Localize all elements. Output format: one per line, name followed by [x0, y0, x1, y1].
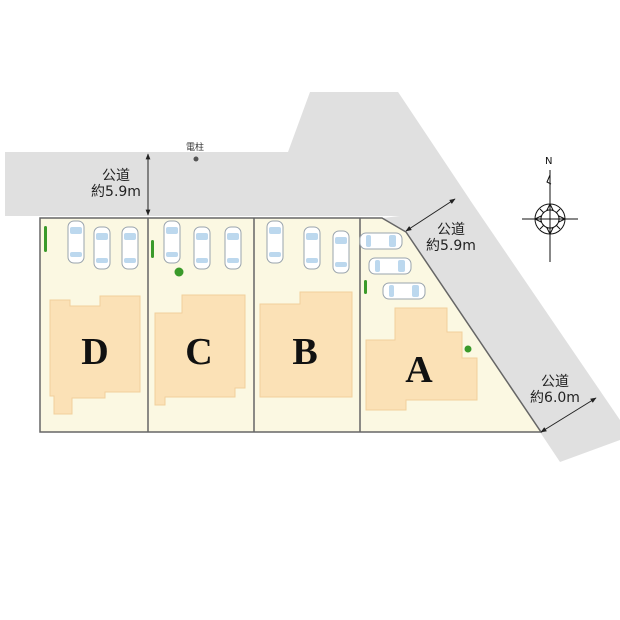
utility-pole-icon [193, 156, 199, 162]
road-type: 公道 [437, 222, 465, 238]
road-type: 公道 [541, 374, 569, 390]
road-width: 約5.9m [91, 184, 141, 200]
road-type: 公道 [102, 168, 130, 184]
roads [5, 92, 620, 462]
compass-north-label: N [545, 156, 553, 167]
road-width: 約5.9m [426, 238, 476, 254]
building-D [49, 295, 141, 415]
lot-A-label: A [405, 349, 433, 391]
lot-D-label: D [81, 331, 109, 373]
building-C [154, 294, 246, 406]
compass-icon [522, 170, 578, 262]
lot-dividers [147, 218, 361, 432]
utility-pole-label: 電柱 [186, 143, 205, 153]
buildings [49, 291, 478, 415]
road-width: 約6.0m [530, 390, 580, 406]
building-A [365, 307, 478, 411]
northeast-road-label: 公道 約5.9m [418, 222, 484, 254]
greenery [44, 226, 472, 353]
east-road-label: 公道 約6.0m [522, 374, 588, 406]
lot-B-label: B [292, 331, 318, 373]
dimension-arrows [145, 153, 597, 433]
diagonal-road [382, 92, 620, 462]
north-road-label: 公道 約5.9m [86, 168, 146, 200]
building-B [259, 291, 353, 398]
north-road [5, 92, 470, 216]
lot-C-label: C [185, 331, 213, 373]
